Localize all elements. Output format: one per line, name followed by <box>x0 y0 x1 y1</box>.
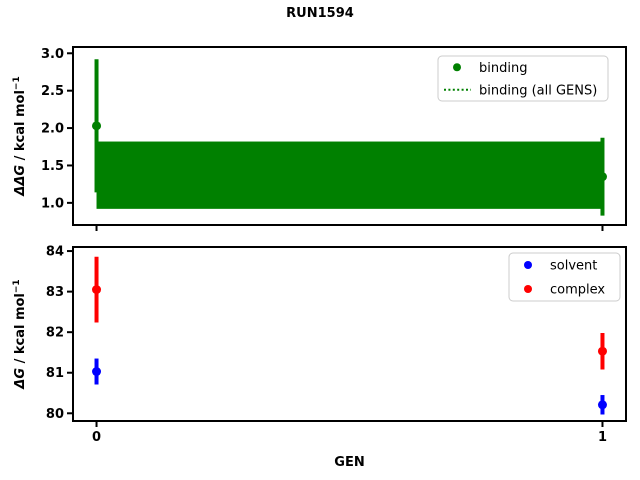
y-tick-label: 84 <box>46 245 64 260</box>
axes-frame <box>72 46 627 226</box>
y-tick-label: 82 <box>46 326 64 341</box>
complex-point-gen1 <box>597 346 607 356</box>
axes-frame <box>72 246 627 422</box>
solvent-point-gen1 <box>597 400 607 410</box>
legend-label: binding (all GENS) <box>479 83 597 98</box>
y-tick-label: 3.0 <box>41 47 64 62</box>
y-tick-label: 80 <box>46 407 64 422</box>
legend-label: complex <box>550 283 605 298</box>
legend-dot-icon <box>524 285 532 293</box>
ddg-legend: binding binding (all GENS) <box>437 55 609 102</box>
legend-label: solvent <box>550 259 597 274</box>
band-binding-all-gens <box>96 141 603 209</box>
figure-title: RUN1594 <box>286 6 354 21</box>
legend-dot-icon <box>453 63 461 72</box>
solvent-point-gen0 <box>92 367 102 377</box>
binding-point-gen0 <box>92 121 102 131</box>
y-tick-label: 2.0 <box>41 122 64 137</box>
x-axis-label: GEN <box>334 455 365 470</box>
x-tick-label: 0 <box>92 430 101 445</box>
legend-box <box>508 252 621 302</box>
complex-point-gen0 <box>92 285 102 295</box>
legend-dot-icon <box>524 261 532 269</box>
y-tick-label: 83 <box>46 285 64 300</box>
y-tick-label: 1.5 <box>41 159 64 174</box>
y-axis-label: ΔG / kcal mol−1 <box>12 279 28 389</box>
x-tick-label: 1 <box>598 430 607 445</box>
y-axis-label: ΔΔG / kcal mol−1 <box>12 76 28 196</box>
legend-box <box>437 55 609 102</box>
y-tick-label: 1.0 <box>41 196 64 211</box>
y-tick-label: 81 <box>46 366 64 381</box>
y-tick-label: 2.5 <box>41 84 64 99</box>
dg-subplot: 80 81 82 83 84 0 1 ΔG / kcal mol−1 solvent comple… <box>12 245 627 445</box>
binding-point-gen1 <box>597 172 607 182</box>
legend-label: binding <box>479 61 527 76</box>
dg-legend: solvent complex <box>508 252 621 302</box>
